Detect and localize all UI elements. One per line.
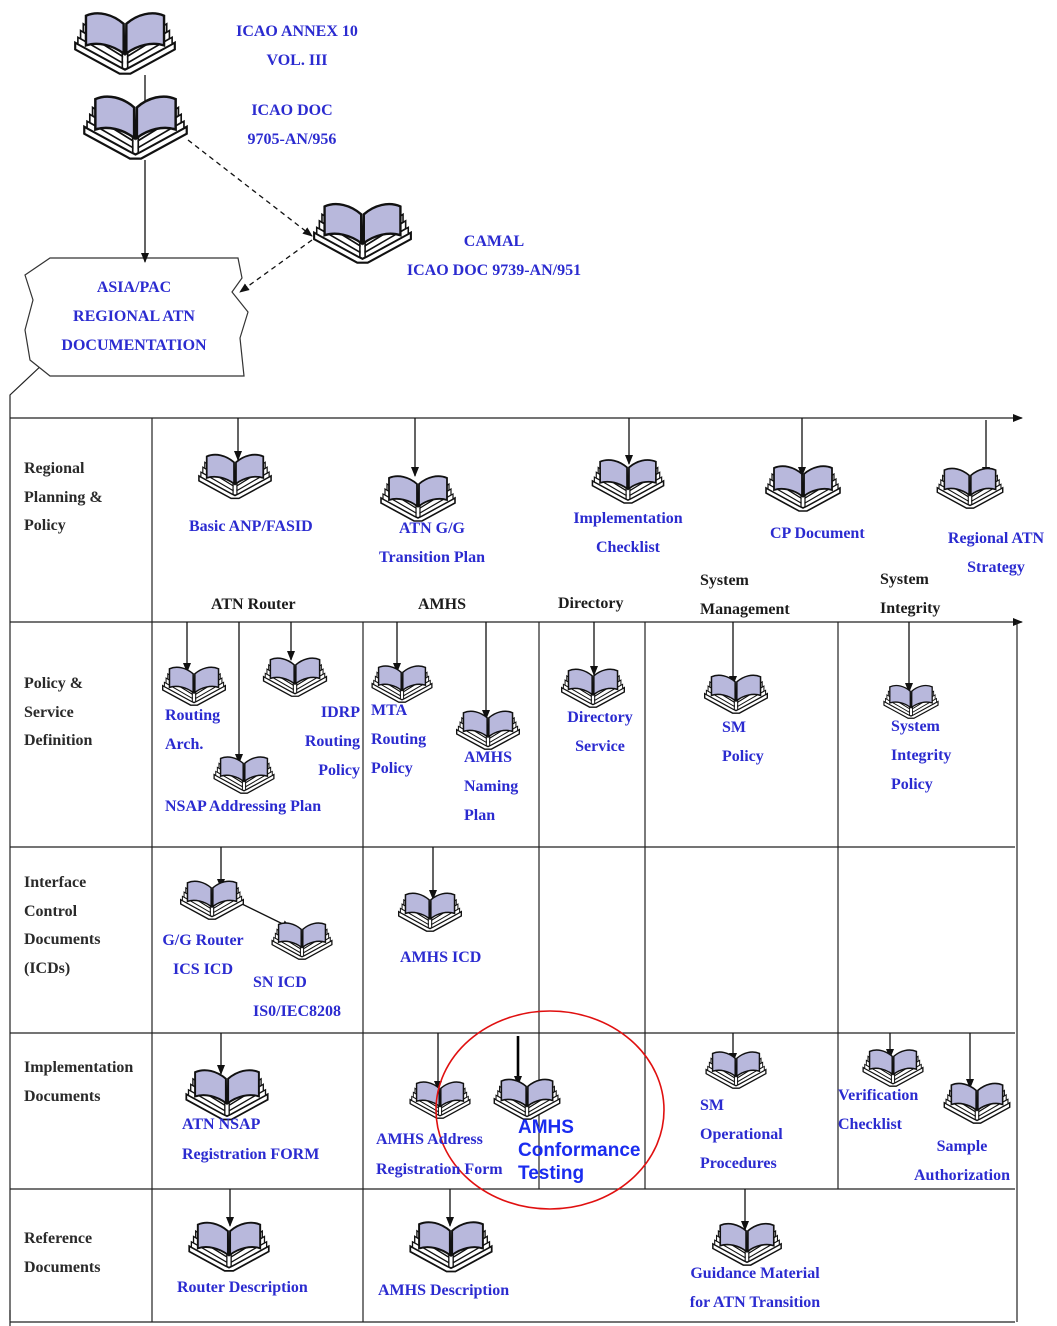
column-header-system-integrity: System Integrity — [880, 571, 941, 617]
book-icon-amhs-address-form — [409, 1081, 471, 1119]
doc-mta-routing: MTA Routing Policy — [371, 702, 427, 777]
doc-amhs-naming: AMHS Naming Plan — [464, 749, 519, 824]
book-icon-sm-policy — [703, 674, 769, 714]
book-icon-gg-router — [179, 880, 245, 920]
doc-atn-nsap-form: ATN NSAP Registration FORM — [182, 1116, 320, 1163]
doc-amhs-address-form: AMHS Address Registration Form — [376, 1131, 503, 1178]
book-icon-doc9705 — [82, 95, 189, 160]
doc-guidance-material: Guidance Material for ATN Transition — [689, 1265, 821, 1311]
row-header-icd: Interface Control Documents (ICDs) — [24, 874, 101, 977]
book-icon-sample-authorization — [943, 1082, 1011, 1124]
doc-routing-arch: Routing Arch. — [165, 707, 221, 753]
book-icon-sn-icd — [271, 922, 333, 960]
doc-sm-procedures: SM Operational Procedures — [700, 1097, 783, 1172]
column-header-atn-router: ATN Router — [211, 596, 296, 613]
row-header-reference: Reference Documents — [24, 1230, 101, 1276]
doc-idrp: IDRP Routing Policy — [304, 704, 360, 779]
doc-verification-checklist: Verification Checklist — [838, 1087, 919, 1133]
doc-amhs-icd: AMHS ICD — [400, 949, 482, 966]
label-doc9705: ICAO DOC 9705-AN/956 — [247, 102, 337, 148]
doc-sm-policy: SM Policy — [722, 719, 764, 765]
book-icon-directory-service — [560, 668, 626, 708]
table-grid — [9, 362, 1023, 1326]
dashed-arrow-camal-to-asiapac — [239, 239, 313, 293]
doc-sample-authorization: Sample Authorization — [914, 1138, 1010, 1184]
left-border-line — [9, 362, 45, 1320]
row-header-implementation: Implementation Documents — [24, 1059, 134, 1105]
doc-amhs-conformance-testing: AMHS Conformance Testing — [518, 1117, 641, 1184]
doc-cp-document: CP Document — [770, 525, 865, 542]
book-icon-idrp — [262, 657, 328, 698]
book-icon-amhs-description — [409, 1221, 493, 1273]
doc-regional-strategy: Regional ATN Strategy — [947, 530, 1045, 576]
book-icon-routing-arch — [161, 666, 227, 706]
column-header-amhs: AMHS — [418, 596, 466, 613]
doc-impl-checklist: Implementation Checklist — [573, 510, 683, 556]
doc-router-description: Router Description — [177, 1279, 308, 1296]
highlight-circle — [435, 1010, 665, 1210]
label-annex10: ICAO ANNEX 10 VOL. III — [236, 23, 358, 69]
asiapac-banner-shape — [24, 257, 249, 377]
book-icon-amhs-conformance — [493, 1078, 561, 1120]
book-icon-regional-strategy — [936, 467, 1004, 509]
doc-amhs-description: AMHS Description — [378, 1282, 510, 1299]
label-camal: CAMAL ICAO DOC 9739-AN/951 — [406, 233, 582, 279]
book-icon-nsap-plan — [213, 756, 275, 794]
doc-integrity-policy: System Integrity Policy — [891, 718, 952, 793]
row-header-planning: Regional Planning & Policy — [24, 460, 103, 534]
book-icon-sm-procedures — [705, 1051, 767, 1089]
dashed-arrow-doc-to-camal — [187, 139, 313, 237]
doc-gg-router-ics: G/G Router ICS ICD — [162, 932, 244, 978]
book-icon-cp-document — [765, 465, 841, 512]
book-icon-router-description — [188, 1221, 270, 1272]
doc-basic-anp: Basic ANP/FASID — [189, 518, 313, 535]
book-icon-annex10 — [73, 12, 177, 75]
column-header-directory: Directory — [558, 595, 624, 612]
column-header-system-management: System Management — [700, 572, 790, 618]
doc-sn-icd: SN ICD IS0/IEC8208 — [253, 974, 342, 1020]
doc-directory-service: Directory Service — [567, 709, 633, 755]
doc-nsap-plan: NSAP Addressing Plan — [165, 798, 322, 815]
book-icon-impl-checklist — [591, 459, 665, 504]
book-icon-basic-anp — [197, 453, 273, 500]
row-header-policy-service: Policy & Service Definition — [24, 675, 93, 749]
book-icon-amhs-icd — [397, 892, 463, 932]
label-asiapac: ASIA/PAC REGIONAL ATN DOCUMENTATION — [61, 279, 207, 354]
doc-atn-gg: ATN G/G Transition Plan — [379, 520, 485, 566]
